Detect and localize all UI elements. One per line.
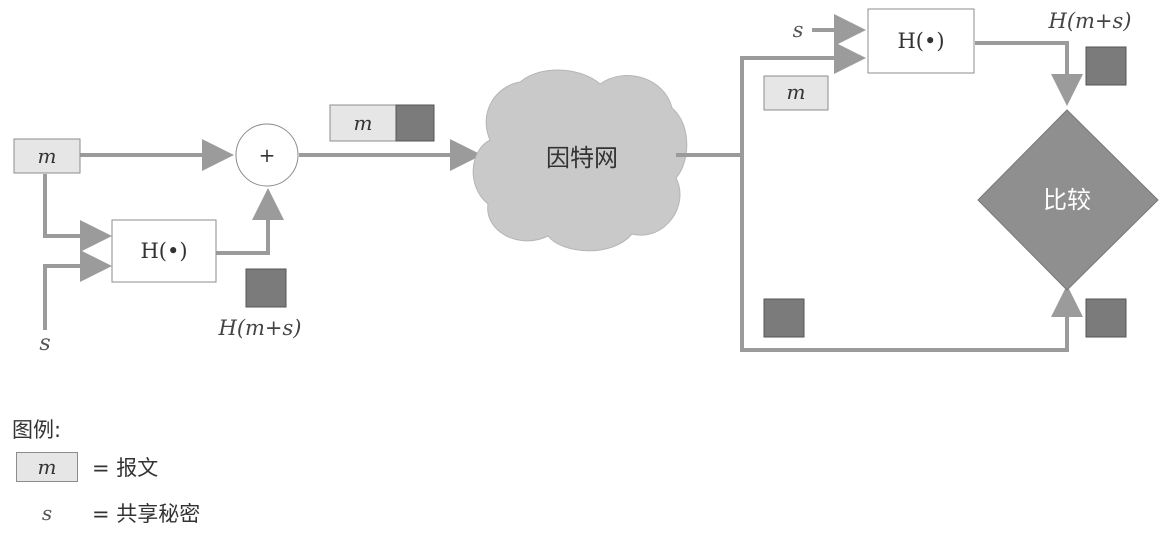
legend-title: 图例: bbox=[12, 418, 62, 442]
message-to-hash-arrow bbox=[43, 174, 112, 252]
receiver-received-hash-block bbox=[763, 298, 805, 338]
receiver-computed-hash-block bbox=[1085, 46, 1127, 86]
receiver-message-label: m bbox=[787, 80, 806, 104]
receiver-arrows bbox=[676, 14, 1083, 352]
transmitted-hash-block bbox=[395, 104, 435, 142]
sender-hash-box bbox=[111, 219, 217, 283]
internet-label: 因特网 bbox=[546, 144, 618, 172]
hash-to-adder-arrow bbox=[216, 188, 284, 255]
legend-message-meaning: = 报文 bbox=[92, 456, 159, 480]
adder-circle bbox=[235, 123, 299, 187]
sender-secret-label: s bbox=[39, 331, 50, 356]
legend-secret-symbol: s bbox=[41, 501, 53, 525]
compare-diamond bbox=[977, 109, 1159, 291]
compare-label: 比较 bbox=[1043, 186, 1091, 214]
transmitted-message-label: m bbox=[354, 111, 373, 135]
sender-hash-output-label: H(m+s) bbox=[218, 316, 302, 340]
receiver-hash-to-compare-arrow bbox=[975, 41, 1083, 106]
receiver-hash-label: H(•) bbox=[897, 29, 944, 53]
receiver-hash-output-label: H(m+s) bbox=[1048, 9, 1132, 33]
receiver-hash-box bbox=[867, 8, 975, 74]
sender-hash-block bbox=[245, 268, 287, 308]
receiver-received-hash-block-2 bbox=[1085, 298, 1127, 338]
adder-plus-label: + bbox=[259, 143, 276, 167]
diagram-canvas: m s H(•) + H(m+s) m 因特网 s H(•) H(m+s) m … bbox=[13, 8, 1159, 356]
receiver-message-box bbox=[763, 75, 829, 111]
secret-to-hash-arrow bbox=[43, 250, 112, 330]
receiver-secret-label: s bbox=[793, 18, 804, 42]
legend-row-message: m = 报文 bbox=[16, 452, 158, 482]
legend-secret-meaning: = 共享秘密 bbox=[92, 502, 201, 526]
legend-message-symbol: m bbox=[16, 452, 78, 482]
sender-hash-label: H(•) bbox=[140, 239, 187, 263]
received-hash-to-compare-arrow bbox=[740, 155, 1083, 352]
sender-message-label: m bbox=[38, 144, 57, 168]
sender-message-box bbox=[13, 138, 81, 174]
internet-cloud bbox=[472, 69, 688, 252]
sender-arrows bbox=[43, 139, 482, 330]
legend-row-secret: s = 共享秘密 bbox=[16, 498, 200, 528]
message-to-receiver-hash-arrow bbox=[740, 42, 866, 155]
